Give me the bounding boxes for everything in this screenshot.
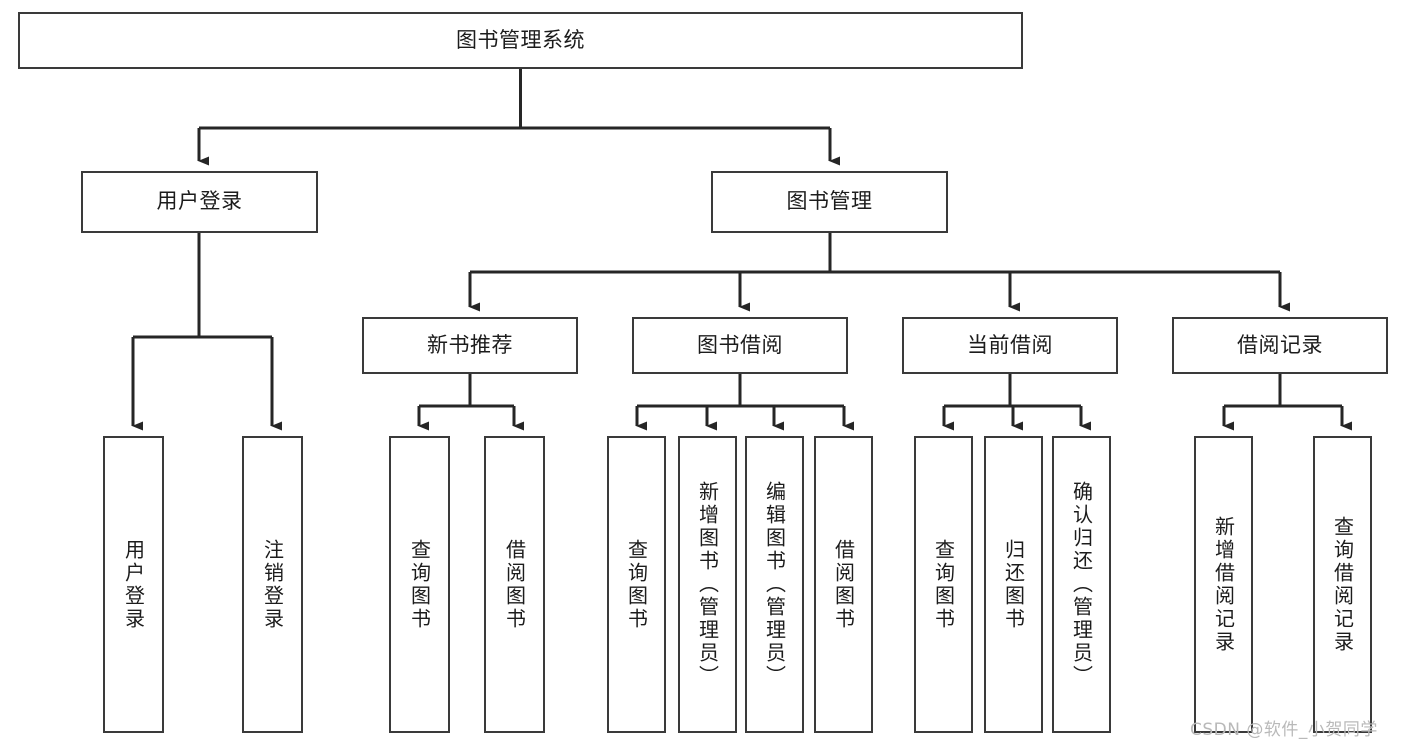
node-book-borrow[interactable]: 图书借阅: [632, 317, 848, 374]
node-leaf-add-record-label: 新增借阅记录: [1211, 515, 1236, 654]
node-current-borrow-label: 当前借阅: [967, 332, 1053, 357]
node-leaf-confirm-return-label: 确认归还（管理员）: [1069, 481, 1094, 688]
node-leaf-logout-label: 注销登录: [260, 538, 285, 631]
node-leaf-query-record[interactable]: 查询借阅记录: [1313, 436, 1372, 733]
node-leaf-query-record-label: 查询借阅记录: [1330, 515, 1355, 654]
node-root-label: 图书管理系统: [456, 27, 585, 52]
node-leaf-edit-book[interactable]: 编辑图书（管理员）: [745, 436, 804, 733]
node-leaf-add-book-label: 新增图书（管理员）: [695, 481, 720, 688]
node-user-login-label: 用户登录: [156, 189, 243, 214]
node-leaf-query-book-1[interactable]: 查询图书: [389, 436, 450, 733]
node-leaf-user-login-label: 用户登录: [121, 538, 146, 631]
node-leaf-query-book-2-label: 查询图书: [624, 538, 649, 631]
node-leaf-add-record[interactable]: 新增借阅记录: [1194, 436, 1253, 733]
node-leaf-query-book-1-label: 查询图书: [407, 538, 432, 631]
node-leaf-query-book-3-label: 查询图书: [931, 538, 956, 631]
node-leaf-user-login[interactable]: 用户登录: [103, 436, 164, 733]
node-book-manage-label: 图书管理: [786, 189, 873, 214]
node-leaf-query-book-2[interactable]: 查询图书: [607, 436, 666, 733]
node-leaf-borrow-book-2-label: 借阅图书: [831, 538, 856, 631]
node-book-manage[interactable]: 图书管理: [711, 171, 948, 233]
node-leaf-borrow-book-1-label: 借阅图书: [502, 538, 527, 631]
node-new-book-recommend[interactable]: 新书推荐: [362, 317, 578, 374]
node-root[interactable]: 图书管理系统: [18, 12, 1023, 69]
node-leaf-logout[interactable]: 注销登录: [242, 436, 303, 733]
node-book-borrow-label: 图书借阅: [697, 332, 783, 357]
node-leaf-query-book-3[interactable]: 查询图书: [914, 436, 973, 733]
node-current-borrow[interactable]: 当前借阅: [902, 317, 1118, 374]
node-leaf-return-book[interactable]: 归还图书: [984, 436, 1043, 733]
node-leaf-borrow-book-1[interactable]: 借阅图书: [484, 436, 545, 733]
node-borrow-record-label: 借阅记录: [1237, 332, 1323, 357]
node-leaf-borrow-book-2[interactable]: 借阅图书: [814, 436, 873, 733]
node-borrow-record[interactable]: 借阅记录: [1172, 317, 1388, 374]
node-user-login[interactable]: 用户登录: [81, 171, 318, 233]
node-leaf-edit-book-label: 编辑图书（管理员）: [762, 481, 787, 688]
node-leaf-return-book-label: 归还图书: [1001, 538, 1026, 631]
node-new-book-recommend-label: 新书推荐: [427, 332, 513, 357]
node-leaf-confirm-return[interactable]: 确认归还（管理员）: [1052, 436, 1111, 733]
node-leaf-add-book[interactable]: 新增图书（管理员）: [678, 436, 737, 733]
